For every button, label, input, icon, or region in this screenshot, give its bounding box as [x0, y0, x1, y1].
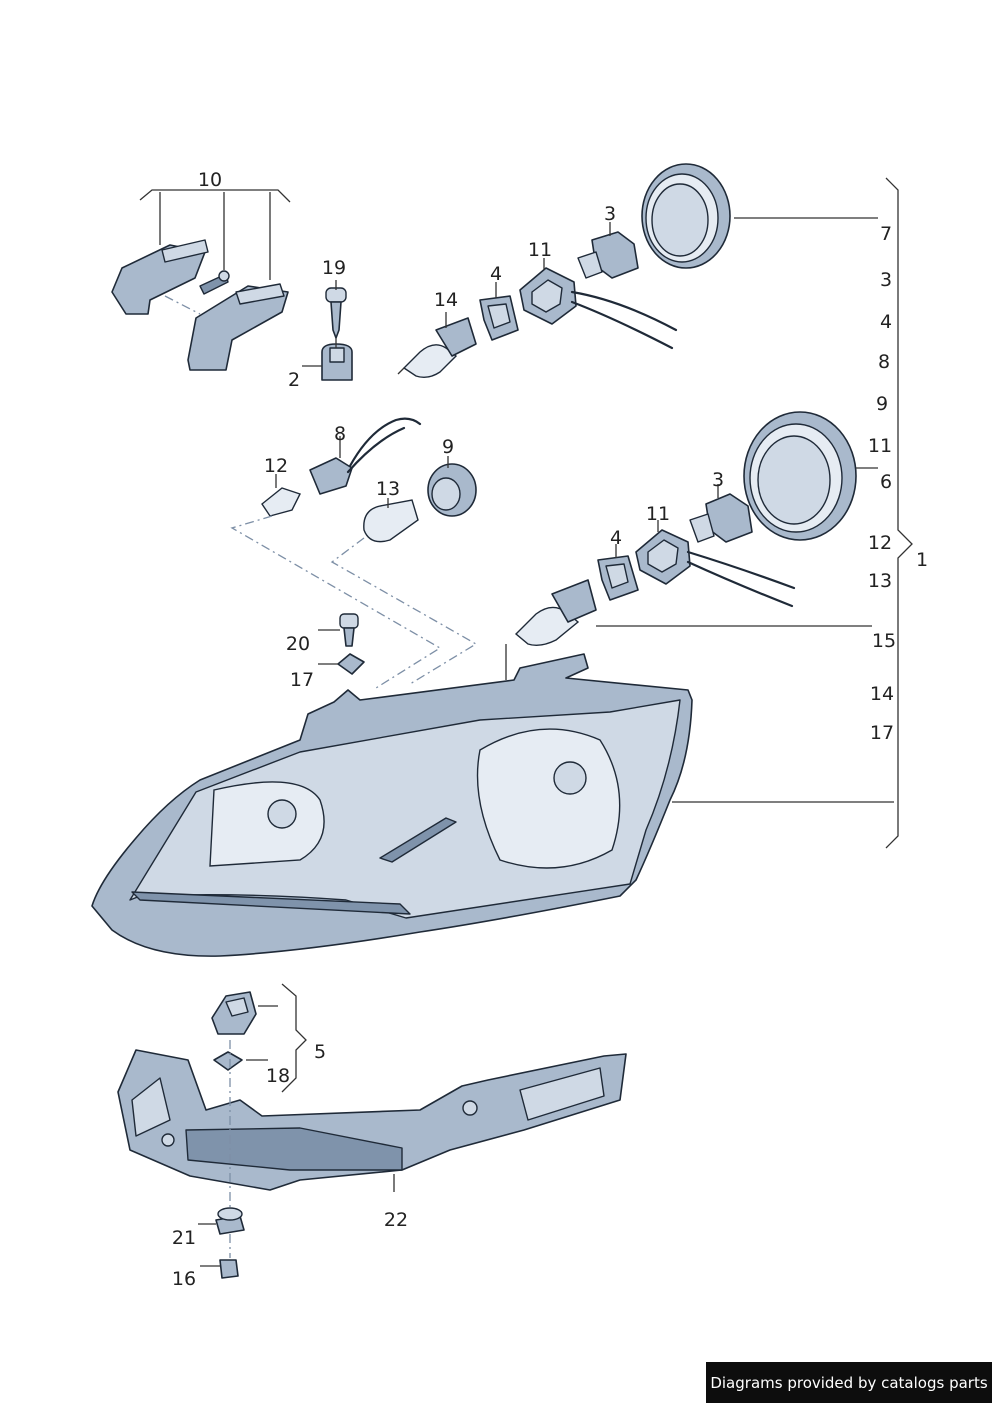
- callout-4: 4: [490, 263, 502, 285]
- bracket-5-brace: [281, 983, 307, 1093]
- clip-5: [211, 991, 278, 1035]
- bracket-clip-right: [187, 285, 289, 371]
- clip-nut-17: [318, 653, 365, 675]
- bulb-socket-3-lower: [689, 484, 753, 543]
- callout-2: 2: [288, 369, 300, 391]
- bulb-h7-lower: [505, 579, 872, 680]
- list-item: 11: [868, 435, 892, 457]
- bulb-retainer-4-lower: [597, 544, 639, 601]
- callout-10: 10: [198, 169, 222, 191]
- bolt-20: [318, 613, 359, 647]
- list-item: 13: [868, 570, 892, 592]
- bulb-socket-3-upper: [577, 222, 639, 279]
- callout-17: 17: [290, 669, 314, 691]
- callout-11-lower: 11: [646, 503, 670, 525]
- list-item: 14: [870, 683, 894, 705]
- headlight-housing-1: [91, 653, 894, 957]
- callout-13: 13: [376, 478, 400, 500]
- group-1-brace: [885, 177, 913, 849]
- list-item: 6: [880, 471, 892, 493]
- callout-20: 20: [286, 633, 310, 655]
- connector-11-upper: [519, 258, 678, 350]
- bracket-clip-left: [111, 244, 206, 315]
- nut-18: [213, 1051, 268, 1071]
- callout-14: 14: [434, 289, 458, 311]
- callout-3-lower: 3: [712, 469, 724, 491]
- list-item: 8: [878, 351, 890, 373]
- bracket-group-10: [111, 189, 291, 371]
- callout-8: 8: [334, 423, 346, 445]
- list-item: 4: [880, 311, 892, 333]
- screw-19: [325, 280, 347, 339]
- connector-11-lower: [635, 520, 796, 608]
- callout-12: 12: [264, 455, 288, 477]
- cover-cap-7: [641, 163, 878, 269]
- callout-5: 5: [314, 1041, 326, 1063]
- list-item: 7: [880, 223, 892, 245]
- list-item: 17: [870, 722, 894, 744]
- guide-line-right: [330, 537, 478, 685]
- screw-16: [200, 1259, 239, 1279]
- callout-19: 19: [322, 257, 346, 279]
- callout-9: 9: [442, 436, 454, 458]
- bulb-socket-9: [427, 456, 477, 517]
- bracket-list: 7 3 4 8 9 11 6 12 13 15 14 17: [868, 223, 896, 744]
- list-item: 3: [880, 269, 892, 291]
- mounting-bracket-22: [117, 1049, 627, 1192]
- callout-11: 11: [528, 239, 552, 261]
- callout-22: 22: [384, 1209, 408, 1231]
- credit-banner: Diagrams provided by catalogs parts: [706, 1362, 992, 1403]
- callout-18: 18: [266, 1065, 290, 1087]
- callout-4-lower: 4: [610, 527, 622, 549]
- callout-3: 3: [604, 203, 616, 225]
- cover-cap-6: [743, 411, 878, 541]
- bulb-holder-2: [302, 338, 353, 381]
- bulb-holder-8: [309, 417, 422, 495]
- bulb-retainer-4-upper: [479, 282, 519, 341]
- list-item: 12: [868, 532, 892, 554]
- grommet-21: [198, 1207, 245, 1235]
- callout-1: 1: [916, 549, 928, 571]
- callout-labels: 10 19 2 14 4 11 3 8 12 9 13 3 11 4 20 17…: [172, 169, 928, 1290]
- callout-21: 21: [172, 1227, 196, 1249]
- bulb-13: [363, 498, 419, 543]
- callout-16: 16: [172, 1268, 196, 1290]
- bulb-12: [261, 474, 301, 517]
- guide-line-left: [230, 515, 442, 689]
- bulb-h7-upper: [397, 312, 477, 379]
- list-item: 15: [872, 630, 896, 652]
- list-item: 9: [876, 393, 888, 415]
